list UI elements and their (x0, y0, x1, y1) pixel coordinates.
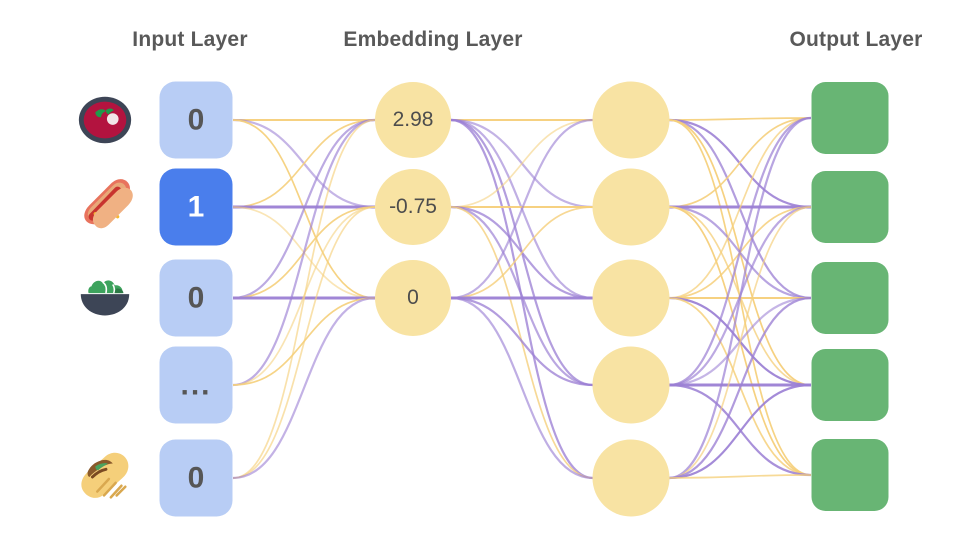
hidden-node[interactable] (592, 259, 670, 337)
hot-dog-icon (74, 176, 136, 238)
layer-title-embedding: Embedding Layer (343, 28, 523, 51)
input-node[interactable]: 0 (159, 439, 233, 517)
embedding-node-value: -0.75 (389, 195, 437, 218)
embedding-node[interactable]: 2.98 (375, 82, 451, 158)
burrito-icon (74, 447, 136, 509)
input-node-value: 0 (187, 461, 205, 494)
output-node[interactable] (811, 439, 889, 511)
layer-title-input: Input Layer (132, 28, 248, 51)
stew-bowl-icon (74, 89, 136, 151)
embedding-node[interactable]: 0 (375, 260, 451, 336)
input-node[interactable]: 1 (159, 168, 233, 246)
embedding-node[interactable]: -0.75 (375, 169, 451, 245)
hidden-node[interactable] (592, 439, 670, 517)
input-node-value: 0 (187, 281, 205, 314)
input-node-ellipsis[interactable]: ... (159, 346, 233, 424)
salad-bowl-icon (74, 267, 136, 329)
output-node[interactable] (811, 349, 889, 421)
embedding-node-value: 0 (407, 286, 419, 309)
output-node[interactable] (811, 262, 889, 334)
input-node[interactable]: 0 (159, 81, 233, 159)
input-node-value: ... (180, 368, 212, 401)
output-node[interactable] (811, 171, 889, 243)
layer-title-output: Output Layer (789, 28, 923, 51)
input-node-value: 0 (187, 103, 205, 136)
embedding-node-value: 2.98 (392, 108, 434, 131)
hidden-node[interactable] (592, 346, 670, 424)
input-node[interactable]: 0 (159, 259, 233, 337)
hidden-node[interactable] (592, 81, 670, 159)
hidden-node[interactable] (592, 168, 670, 246)
output-node[interactable] (811, 82, 889, 154)
input-node-value: 1 (187, 190, 205, 223)
